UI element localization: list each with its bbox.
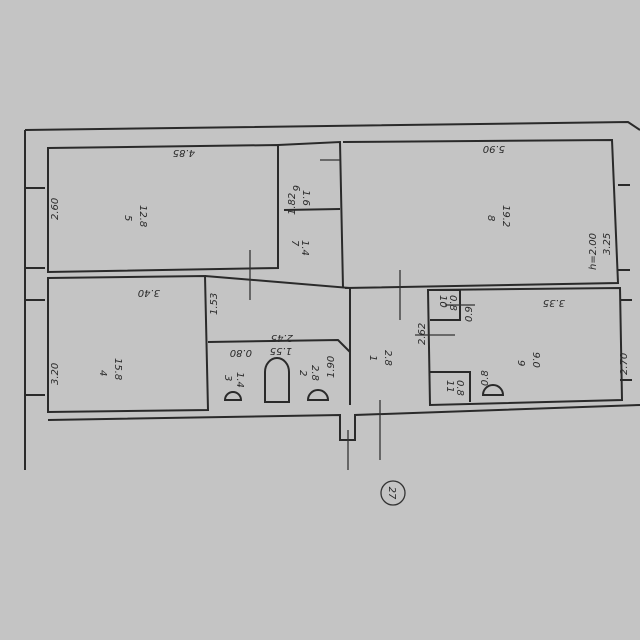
dim-room4-width: 3.20 — [50, 363, 61, 385]
room-1-area: 2.8 — [382, 350, 393, 366]
room-11-area: 0.8 — [454, 380, 465, 396]
dim-closet-11: 0.8 — [480, 370, 491, 386]
tick-marks — [249, 159, 475, 470]
room-4-number: 4 — [97, 370, 108, 376]
dim-bath-length: 1.55 — [270, 345, 292, 356]
room-labels: 5 12.8 8 19.2 4 15.8 1 2.8 9 9.0 2 2.8 3… — [97, 185, 541, 396]
room-8-area: 19.2 — [500, 205, 511, 227]
room-1-number: 1 — [367, 355, 378, 361]
room-5-area: 12.8 — [137, 205, 148, 227]
dim-bath-width: 1.90 — [326, 356, 337, 378]
room-10-area: 0.8 — [447, 295, 458, 311]
dim-hall-length: 2.45 — [271, 332, 293, 343]
dim-hall-width: 1.53 — [209, 293, 220, 315]
dim-room9-width: 2.70 — [619, 353, 630, 375]
dimension-labels: 4.85 5.90 2.60 3.20 3.40 1.53 2.45 1.55 … — [50, 143, 630, 386]
ceiling-height: h=2.00 — [588, 233, 599, 270]
dim-room5-width: 2.60 — [50, 198, 61, 220]
room-9-number: 9 — [515, 360, 526, 366]
dim-room8-length: 5.90 — [483, 143, 505, 154]
room-5-number: 5 — [122, 215, 133, 221]
dim-corridor-width: 2.62 — [417, 323, 428, 345]
room-2-number: 2 — [297, 370, 308, 376]
room-6-area: 1.6 — [300, 190, 311, 206]
room-2-area: 2.8 — [309, 365, 320, 381]
room-4-area: 15.8 — [112, 358, 123, 380]
room-8-number: 8 — [485, 215, 496, 221]
room-7-number: 7 — [289, 240, 300, 247]
dim-closet-10: 0.9 — [464, 306, 475, 322]
room-3-area: 1.4 — [234, 372, 245, 388]
dim-room4-length: 3.40 — [138, 287, 160, 298]
entrance-number: 27 — [386, 487, 397, 500]
entrance-marker — [380, 480, 406, 506]
dim-room9-length: 3.35 — [543, 297, 565, 308]
dim-room8-width: 3.25 — [602, 233, 613, 255]
room-3-number: 3 — [222, 375, 233, 381]
room-10-number: 10 — [437, 295, 448, 308]
dim-wc-length: 0.80 — [230, 347, 252, 358]
dim-closet-length: 1.82 — [287, 193, 298, 215]
room-6-number: 6 — [290, 185, 301, 191]
room-11-number: 11 — [444, 380, 455, 393]
room-7-area: 1.4 — [299, 240, 310, 256]
room-9-area: 9.0 — [530, 352, 541, 368]
dim-room5-length: 4.85 — [173, 147, 195, 158]
